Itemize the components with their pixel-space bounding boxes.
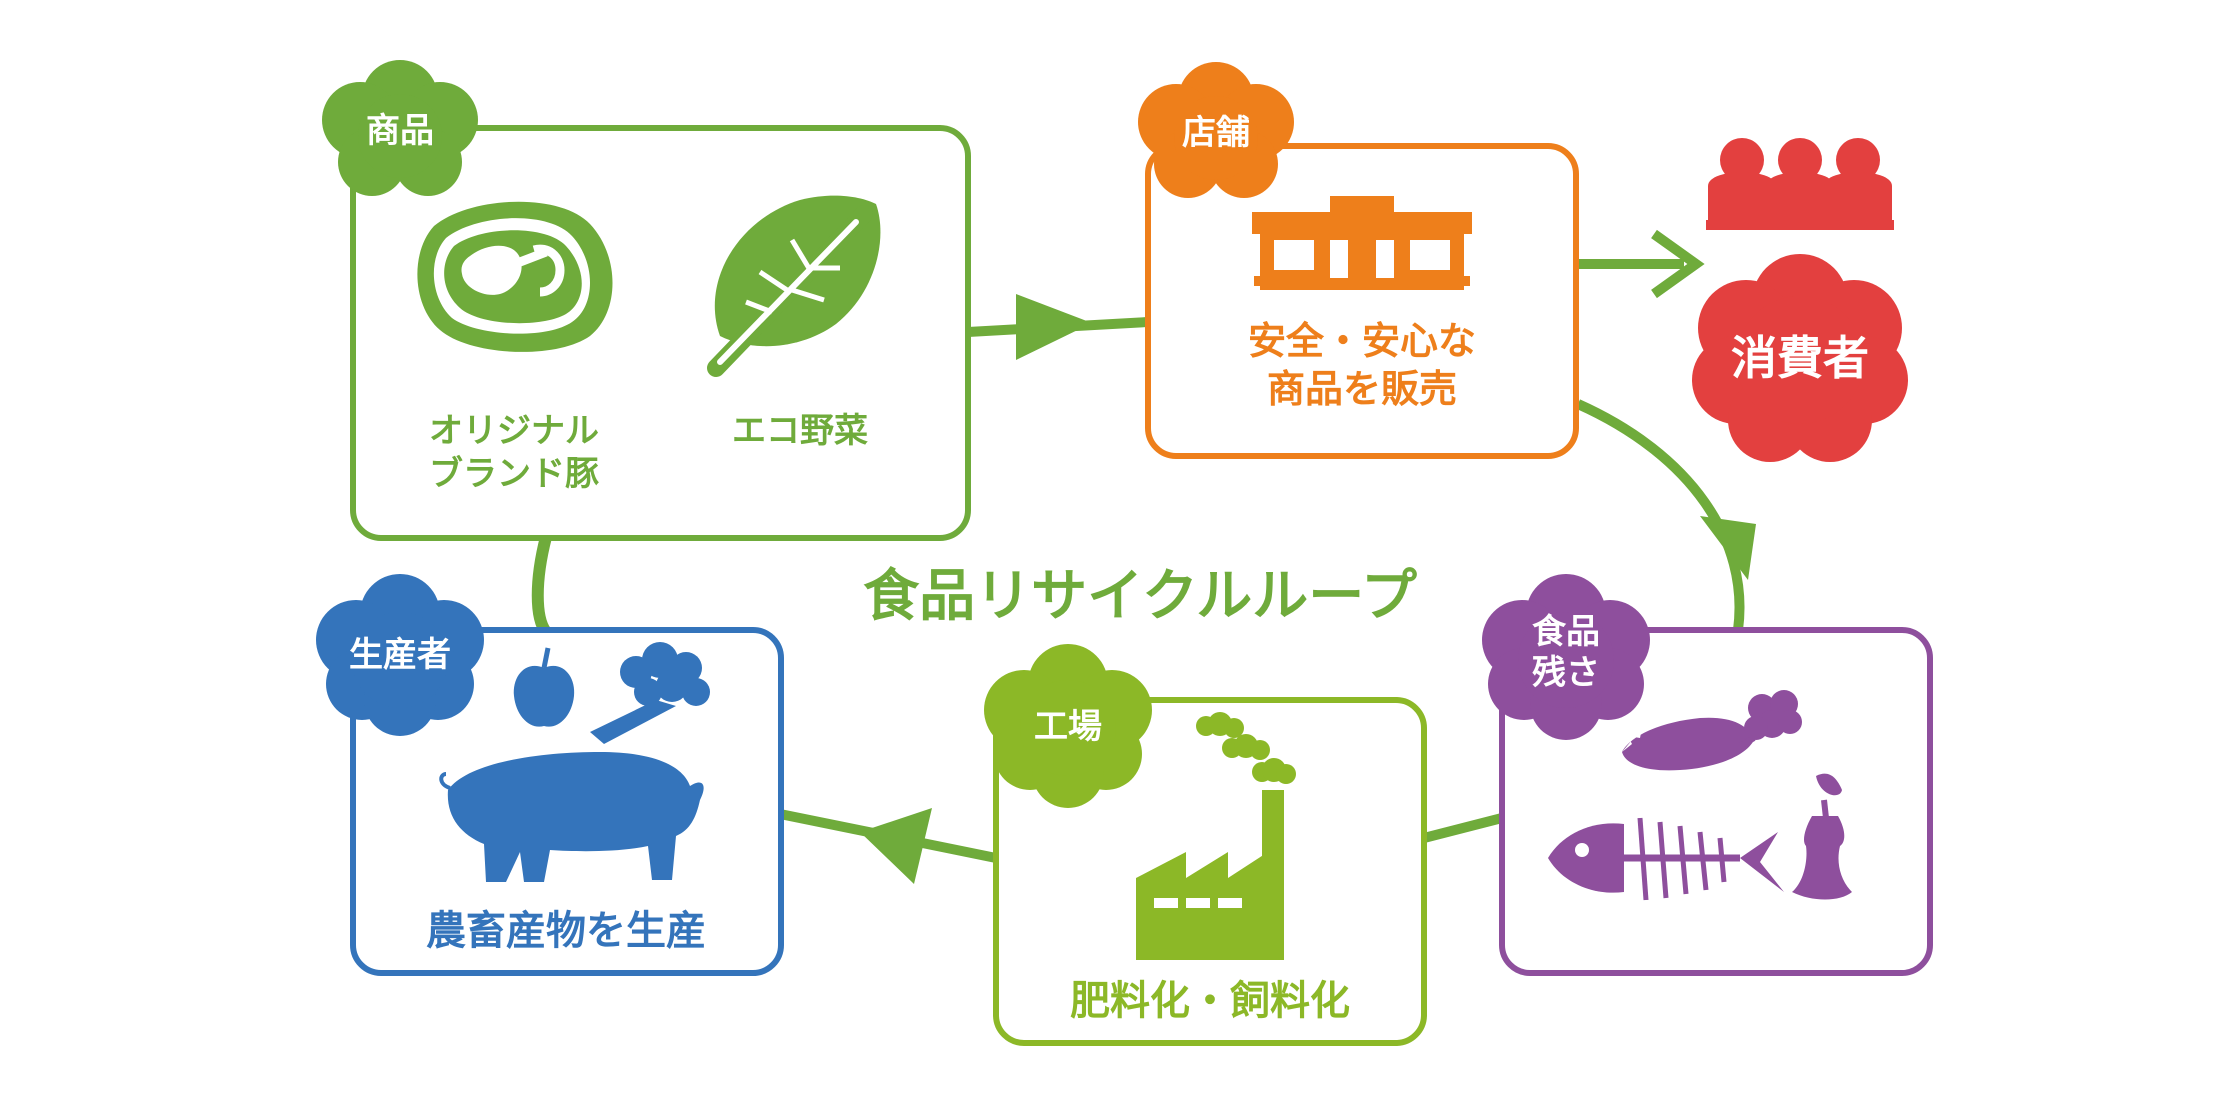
producer-badge-cloud [316, 574, 484, 736]
store-caption: 安全・安心な 商品を販売 [1180, 318, 1544, 413]
apple-core-icon [1792, 773, 1852, 900]
apple-icon [513, 647, 575, 727]
consumer-cloud [1692, 254, 1908, 462]
factory-icon [1136, 712, 1296, 960]
arrow-store-waste [1700, 516, 1756, 580]
waste-badge-cloud [1482, 574, 1650, 740]
store-building-icon [1252, 196, 1472, 290]
factory-badge-cloud [984, 644, 1152, 808]
product-badge-cloud [322, 60, 478, 196]
producer-badge: 生産者 [349, 635, 451, 675]
factory-caption: 肥料化・飼料化 [1070, 978, 1350, 1024]
factory-badge: 工場 [1034, 707, 1102, 747]
arrow-store-consumer [1651, 229, 1705, 299]
product-item-pork-label: オリジナル ブランド豚 [404, 410, 624, 495]
pork-label-line1: オリジナル [429, 411, 599, 451]
product-item-eco-veg-label: エコ野菜 [732, 411, 868, 451]
product-badge: 商品 [366, 111, 434, 151]
arrow-factory-producer [860, 808, 932, 884]
eaten-sweet-potato-icon [1622, 690, 1802, 771]
food-waste-badge: 食品 残さ [1506, 612, 1626, 694]
consumer-label: 消費者 [1731, 331, 1869, 385]
producer-caption: 農畜産物を生産 [426, 908, 706, 954]
fish-bone-icon [1548, 817, 1784, 901]
leaf-vegetable-icon [707, 195, 881, 377]
store-badge: 店舗 [1182, 113, 1250, 153]
diagram-title: 食品リサイクルループ [863, 564, 1417, 629]
arrow-product-store [1016, 294, 1092, 360]
store-caption-line1: 安全・安心な [1247, 319, 1476, 363]
meat-icon [417, 201, 613, 352]
food-waste-badge-line1: 食品 [1532, 612, 1600, 652]
store-caption-line2: 商品を販売 [1266, 366, 1457, 411]
people-group-icon [1706, 138, 1894, 230]
connector-store-waste [1575, 399, 1745, 631]
pork-label-line2: ブランド豚 [429, 453, 599, 494]
food-waste-badge-line2: 残さ [1532, 652, 1600, 693]
connector-waste-factory [1422, 813, 1504, 843]
pig-icon [439, 752, 704, 882]
connector-producer-product [531, 535, 552, 636]
broccoli-icon [590, 642, 710, 744]
store-badge-cloud [1138, 62, 1294, 198]
